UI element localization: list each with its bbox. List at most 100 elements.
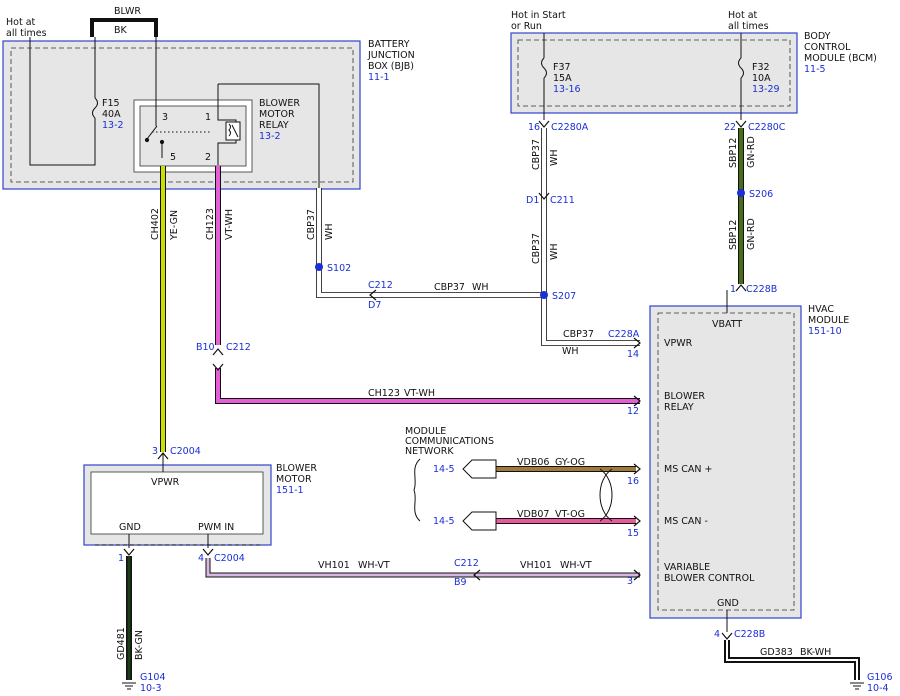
wire-cbp37-a-label: CBP37 [531, 139, 542, 170]
conn-c2004-top-pin: 3 [152, 446, 158, 457]
fuse-f37-ref: 13-16 [553, 84, 581, 95]
hvac-title-1: HVAC [808, 304, 834, 315]
bk-label: BK [114, 25, 128, 36]
splice-s207-label: S207 [552, 291, 576, 302]
conn-c211-label: C211 [550, 195, 575, 206]
conn-c228b-bot-label: C228B [734, 629, 765, 640]
wire-ch402-label: CH402 [150, 208, 161, 240]
bjb-title-1: BATTERY [368, 39, 410, 50]
wire-bk-wh-label: BK-WH [800, 647, 831, 658]
bcm-internal-wiring [541, 33, 744, 120]
hvac-gnd: GND [717, 598, 739, 609]
blower-motor-relay-box [133, 99, 253, 173]
connector-arrows [123, 120, 747, 640]
wire-vh101-b-label: VH101 [520, 560, 552, 571]
fuse-f32-name: F32 [752, 62, 770, 73]
wire-vt-og-label: VT-OG [555, 509, 585, 520]
wire-vt-wh-label: VT-WH [224, 209, 235, 240]
wire-vdb07-label: VDB07 [517, 509, 549, 520]
wire-ye-gn-label: YE-GN [169, 210, 180, 241]
blower-ref: 151-1 [276, 485, 304, 496]
hot-start-line2: or Run [511, 21, 542, 32]
wire-vh101 [205, 558, 640, 578]
fuse-f15-rating: 40A [102, 109, 121, 120]
wire-wh-b-label: WH [549, 243, 560, 260]
wire-cbp37-b-label: CBP37 [531, 233, 542, 264]
wire-wh-vt-b-label: WH-VT [560, 560, 592, 571]
hvac-vbc-1: VARIABLE [664, 562, 710, 573]
bjb-ref: 11-1 [368, 72, 390, 83]
ground-g104-ref: 10-3 [140, 683, 162, 694]
network-ref-b: 14-5 [433, 516, 455, 527]
network-title-2: COMMUNICATIONS [405, 436, 494, 447]
hvac-vbc-pin: 3 [627, 576, 633, 587]
blower-title-1: BLOWER [276, 463, 317, 474]
hot-start-line1: Hot in Start [511, 10, 566, 21]
bjb-internal-wiring [29, 18, 320, 188]
network-connector-icons [462, 459, 497, 531]
conn-c2004-bot-label: C2004 [214, 553, 245, 564]
hot-left-line2: all times [6, 28, 47, 39]
wire-vdb06-label: VDB06 [517, 457, 549, 468]
splice-s206 [737, 189, 745, 197]
bjb-title-3: BOX (BJB) [368, 61, 414, 72]
ground-g106: G106 [867, 672, 893, 683]
conn-c228b-top-pin: 1 [730, 284, 736, 295]
bcm-title-2: CONTROL [804, 42, 851, 53]
hot-left-line1: Hot at [6, 17, 36, 28]
network-brace-icon [413, 458, 421, 522]
twisted-pair-icon [599, 468, 613, 522]
conn-c2004-bot-pin: 4 [198, 553, 204, 564]
hvac-ms-can-minus-pin: 15 [627, 528, 639, 539]
wire-cbp37-v-label: CBP37 [306, 209, 317, 240]
wire-gd481-label: GD481 [116, 627, 127, 660]
conn-b10-label: B10 [196, 342, 215, 353]
relay-pin-5: 5 [170, 152, 176, 163]
fuse-f32-rating: 10A [752, 73, 771, 84]
bcm-conn-b: C2280C [748, 122, 786, 133]
fuse-f32-ref: 13-29 [752, 84, 780, 95]
hvac-vpwr: VPWR [664, 338, 693, 349]
wire-wh-hvac-label: WH [562, 346, 579, 357]
bcm-conn-a: C2280A [551, 122, 589, 133]
blower-motor [83, 464, 272, 546]
body-control-module [510, 32, 798, 114]
fuse-f37-rating: 15A [553, 73, 572, 84]
conn-c212-mid-label: C212 [226, 342, 251, 353]
relay-pin-1: 1 [205, 112, 211, 123]
hvac-vbc-2: BLOWER CONTROL [664, 573, 755, 584]
hvac-module [649, 305, 802, 619]
hvac-blower-relay-pin: 12 [627, 406, 639, 417]
bcm-ref: 11-5 [804, 64, 826, 75]
wire-vh101-a-label: VH101 [318, 560, 350, 571]
conn-c228b-bot-pin: 4 [714, 629, 720, 640]
blwr-label: BLWR [114, 6, 141, 17]
network-ref-a: 14-5 [433, 464, 455, 475]
wire-cbp37 [316, 128, 640, 346]
relay-ref: 13-2 [259, 131, 281, 142]
conn-c212-top-label: C212 [368, 280, 393, 291]
blower-title-2: MOTOR [276, 474, 312, 485]
fuse-f15-ref: 13-2 [102, 120, 124, 131]
hvac-vpwr-pin: 14 [627, 349, 639, 360]
blower-pwm: PWM IN [198, 522, 234, 533]
bcm-title-1: BODY [804, 31, 831, 42]
ground-g106-ref: 10-4 [867, 683, 889, 694]
hvac-title-2: MODULE [808, 315, 849, 326]
splice-s207 [540, 291, 548, 299]
wire-gn-rd-a-label: GN-RD [746, 136, 757, 168]
relay-pin-3: 3 [162, 112, 168, 123]
ground-g104: G104 [140, 672, 166, 683]
conn-d1-label: D1 [526, 195, 539, 206]
blower-motor-internal [95, 453, 260, 548]
conn-c228a-label: C228A [608, 329, 640, 340]
wire-wh-a-label: WH [549, 149, 560, 166]
wire-gd383 [724, 640, 860, 680]
bcm-pin-a: 16 [528, 122, 540, 133]
bcm-pin-b: 22 [724, 122, 736, 133]
relay-pin-2: 2 [205, 152, 211, 163]
relay-title-1: BLOWER [259, 98, 300, 109]
wire-sbp12-b-label: SBP12 [728, 220, 739, 250]
conn-d7-label: D7 [368, 300, 381, 311]
